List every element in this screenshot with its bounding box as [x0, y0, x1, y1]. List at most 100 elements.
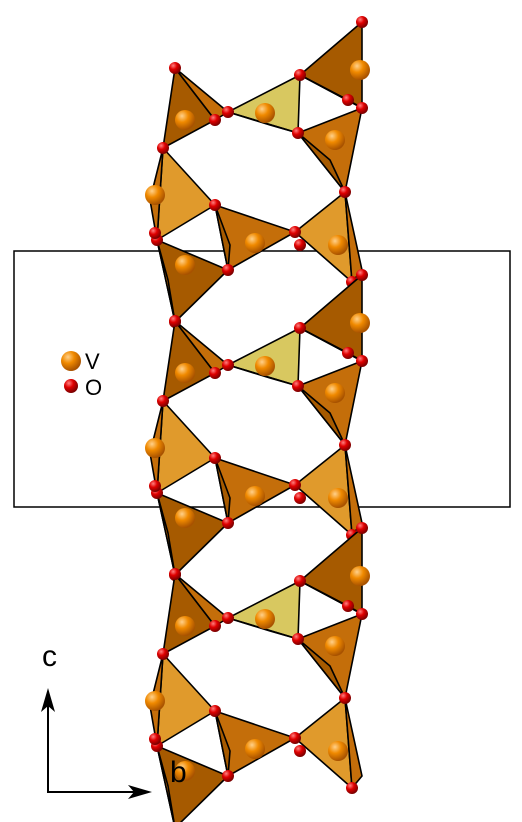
- tetrahedron-face: [214, 710, 231, 777]
- tetrahedron-face: [297, 132, 346, 193]
- tet-left-b: [145, 400, 216, 494]
- tetrahedron-face: [174, 573, 229, 627]
- vanadium-atom: [145, 691, 165, 711]
- oxygen-atom: [209, 199, 221, 211]
- tetrahedron-face: [156, 492, 176, 576]
- oxygen-atom: [339, 692, 351, 704]
- tet-right-a: [299, 527, 370, 615]
- vanadium-atom: [245, 486, 265, 506]
- oxygen-atom: [289, 479, 301, 491]
- oxygen-atom: [222, 770, 234, 782]
- oxygen-atom: [346, 782, 358, 794]
- oxygen-atom: [149, 733, 161, 745]
- tet-center-yellow: [227, 74, 301, 134]
- oxygen-atom: [342, 94, 354, 106]
- oxygen-atom: [356, 355, 368, 367]
- oxygen-atom: [356, 608, 368, 620]
- oxygen-atom: [222, 359, 234, 371]
- tet-right-b: [297, 613, 363, 699]
- oxygen-atom: [294, 575, 306, 587]
- oxygen-atom: [289, 226, 301, 238]
- axis-indicator: c b: [41, 640, 187, 799]
- tet-right-c: [294, 444, 363, 536]
- c-axis-arrowhead: [41, 688, 55, 712]
- vanadate-tetrahedra-chain: [145, 16, 370, 822]
- tet-left-c: [156, 239, 229, 323]
- tetrahedron-face: [297, 613, 363, 699]
- vanadium-atom: [328, 235, 348, 255]
- oxygen-atom: [209, 114, 221, 126]
- tetrahedron-face: [156, 400, 216, 494]
- oxygen-atom: [294, 492, 306, 504]
- tetrahedron-face: [174, 67, 229, 121]
- tetrahedron-face: [214, 457, 231, 524]
- oxygen-atom: [292, 633, 304, 645]
- oxygen-atom: [294, 745, 306, 757]
- tet-right-c: [294, 697, 363, 789]
- tet-right-c: [294, 191, 363, 283]
- tetrahedron-face: [297, 638, 346, 699]
- oxygen-atom: [294, 239, 306, 251]
- tet-left-a: [162, 573, 229, 655]
- vanadium-atom: [350, 566, 370, 586]
- vanadium-atom: [245, 739, 265, 759]
- oxygen-atom: [222, 264, 234, 276]
- legend: V O: [61, 349, 102, 400]
- vanadium-atom: [175, 363, 195, 383]
- tet-center-yellow: [227, 580, 301, 640]
- vanadium-atom: [350, 60, 370, 80]
- vanadium-atom: [245, 233, 265, 253]
- tetrahedron-face: [297, 360, 363, 446]
- oxygen-atom: [149, 227, 161, 239]
- tet-right-a: [299, 21, 370, 109]
- oxygen-atom: [209, 452, 221, 464]
- tet-center-orange: [214, 204, 296, 271]
- vanadium-atom: [325, 636, 345, 656]
- chain-period-2: [145, 269, 370, 581]
- oxygen-atom: [209, 620, 221, 632]
- tet-left-c: [156, 745, 229, 822]
- tet-right-b: [297, 107, 363, 193]
- tetrahedron-face: [156, 239, 176, 323]
- oxygen-atom: [209, 367, 221, 379]
- vanadium-atom: [255, 356, 275, 376]
- legend-v-swatch: [61, 351, 81, 371]
- vanadium-atom: [175, 761, 195, 781]
- oxygen-atom: [339, 439, 351, 451]
- vanadium-atom: [175, 110, 195, 130]
- chain-period-3: [145, 522, 370, 822]
- tet-center-yellow: [227, 327, 301, 387]
- legend-o-label: O: [85, 375, 102, 400]
- tet-right-b: [297, 360, 363, 446]
- oxygen-atom: [157, 395, 169, 407]
- c-axis-label: c: [42, 640, 57, 673]
- tetrahedron-face: [174, 320, 229, 374]
- vanadium-atom: [350, 313, 370, 333]
- oxygen-atom: [157, 142, 169, 154]
- tetrahedron-face: [156, 147, 216, 241]
- vanadium-atom: [328, 488, 348, 508]
- oxygen-atom: [157, 648, 169, 660]
- vanadium-atom: [328, 741, 348, 761]
- oxygen-atom: [342, 347, 354, 359]
- oxygen-atom: [222, 517, 234, 529]
- oxygen-atom: [292, 127, 304, 139]
- oxygen-atom: [342, 600, 354, 612]
- tetrahedron-face: [344, 697, 363, 789]
- vanadium-atom: [175, 508, 195, 528]
- oxygen-atom: [356, 522, 368, 534]
- oxygen-atom: [339, 186, 351, 198]
- oxygen-atom: [169, 315, 181, 327]
- vanadium-atom: [255, 609, 275, 629]
- vanadium-atom: [175, 616, 195, 636]
- oxygen-atom: [356, 102, 368, 114]
- oxygen-atom: [356, 269, 368, 281]
- b-axis-label: b: [170, 756, 187, 789]
- oxygen-atom: [149, 480, 161, 492]
- tet-left-c: [156, 492, 229, 576]
- vanadium-atom: [325, 383, 345, 403]
- tet-left-b: [145, 147, 216, 241]
- legend-v-label: V: [85, 349, 100, 374]
- tet-right-a: [299, 274, 370, 362]
